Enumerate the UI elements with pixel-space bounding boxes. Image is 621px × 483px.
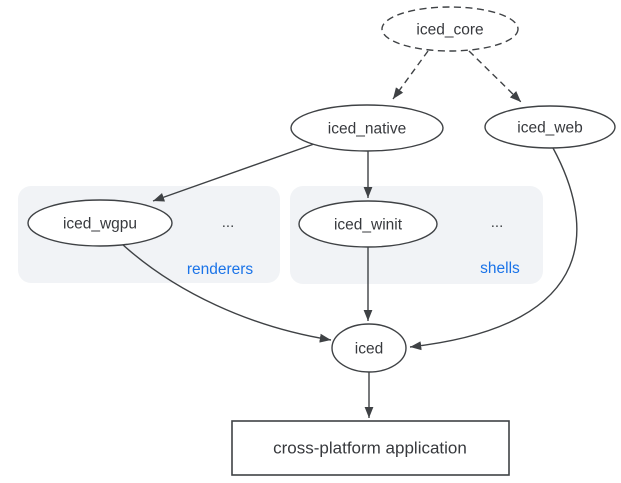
node-iced-web: iced_web (484, 105, 616, 149)
renderers-group-label: renderers (187, 261, 254, 278)
renderers-ellipsis: ... (222, 214, 235, 231)
application-label: cross-platform application (273, 439, 467, 458)
node-iced-wgpu: iced_wgpu (27, 199, 173, 247)
shells-group-label: shells (480, 260, 520, 277)
iced-wgpu-shape (27, 199, 173, 247)
edge-iced-core-to-iced-native (392, 50, 429, 100)
iced-native-shape (290, 104, 444, 152)
node-iced-core: iced_core (381, 6, 519, 52)
iced-core-shape (381, 6, 519, 52)
edge-iced-web-to-iced (409, 147, 578, 351)
shells-ellipsis: ... (491, 214, 504, 231)
node-cross-platform-application: cross-platform application (231, 420, 510, 476)
node-iced: iced (331, 323, 407, 373)
iced-native-label: iced_native (328, 121, 406, 138)
iced-core-label: iced_core (416, 22, 483, 39)
edge-iced-native-to-iced-wgpu (152, 143, 315, 202)
node-iced-winit: iced_winit (298, 200, 438, 248)
edge-iced-core-to-iced-web (468, 50, 522, 103)
iced-winit-shape (298, 200, 438, 248)
edge-iced-wgpu-to-iced (121, 243, 332, 343)
iced-winit-label: iced_winit (334, 217, 403, 234)
iced-wgpu-label: iced_wgpu (63, 216, 137, 233)
application-box (231, 420, 510, 476)
iced-web-shape (484, 105, 616, 149)
iced-shape (331, 323, 407, 373)
iced-web-label: iced_web (517, 120, 583, 137)
iced-label: iced (355, 341, 383, 358)
node-iced-native: iced_native (290, 104, 444, 152)
